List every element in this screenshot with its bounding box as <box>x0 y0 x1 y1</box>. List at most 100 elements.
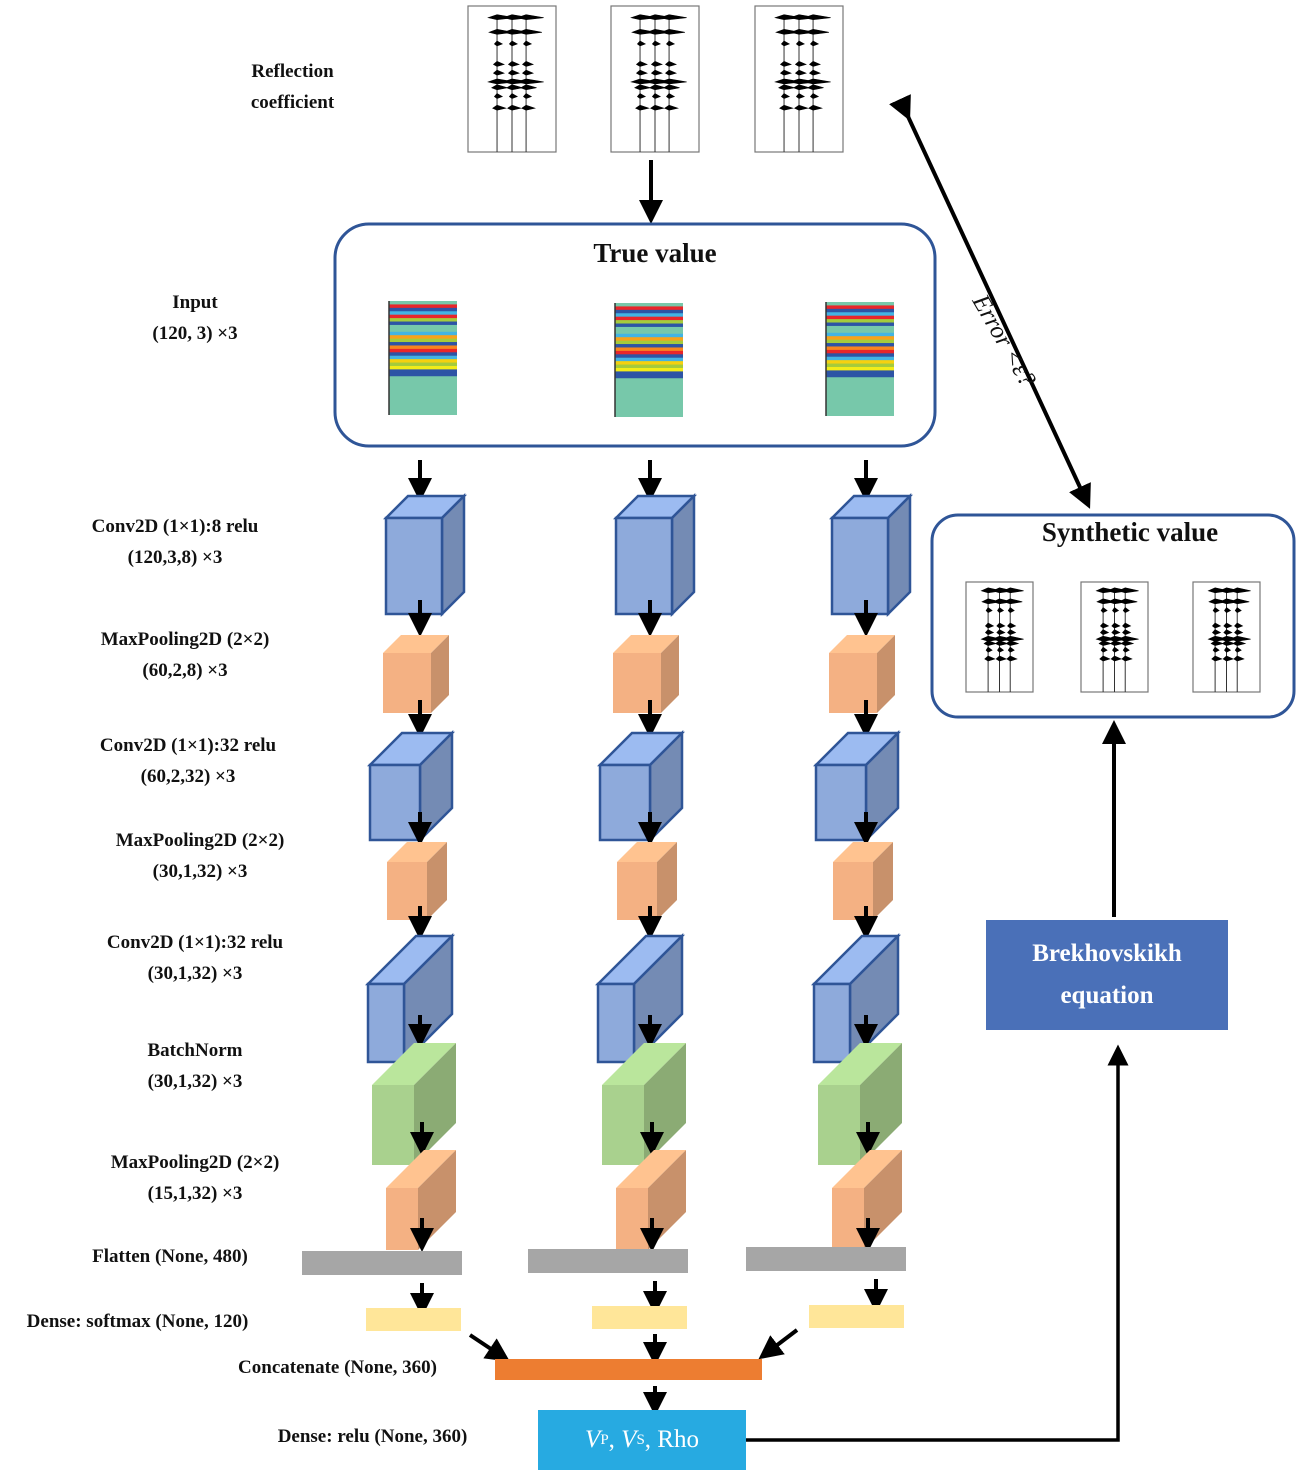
conv2-block-front <box>368 763 422 842</box>
input-colormap-layer <box>826 353 894 358</box>
synthetic-panel-spike <box>1005 640 1020 646</box>
synthetic-panel-spike <box>1223 622 1233 629</box>
brekhovskikh-line: equation <box>1060 982 1154 1009</box>
reflection-panel-spike <box>507 61 520 67</box>
dense-softmax-bar <box>809 1305 904 1328</box>
reflection-panel-spike <box>523 40 533 47</box>
label-line: Conv2D (1×1):8 relu <box>91 516 259 537</box>
synthetic-panel-spike <box>1234 607 1242 613</box>
label-conv3: Conv2D (1×1):32 relu (30,1,32) ×3 <box>65 927 325 989</box>
synthetic-panel-spike <box>1229 587 1251 594</box>
label-pool2: MaxPooling2D (2×2) (30,1,32) ×3 <box>70 825 330 887</box>
reflection-panel-spike <box>809 69 822 76</box>
conv1-block-side <box>670 492 696 618</box>
pool3-block-side <box>864 1150 902 1250</box>
input-colormap-layer <box>615 313 683 318</box>
input-colormap-layer <box>389 369 457 374</box>
concatenate-bar <box>495 1359 762 1380</box>
synthetic-panel-spike <box>1211 655 1223 662</box>
label-line: MaxPooling2D (2×2) <box>100 629 270 650</box>
input-colormap-layer <box>826 312 894 317</box>
synthetic-panel-spike <box>1007 622 1017 629</box>
reflection-panel-spike <box>636 93 647 99</box>
synthetic-panel-spike <box>984 655 996 662</box>
synthetic-panel-spike <box>1234 622 1244 629</box>
input-colormap-layer <box>615 303 683 307</box>
pool1-block-side <box>877 635 895 713</box>
reflection-panel-spike <box>492 104 507 111</box>
input-colormap-layer <box>826 315 894 320</box>
reflection-panel-spike <box>666 93 676 99</box>
input-colormap-layer <box>389 314 457 319</box>
label-line: Conv2D (1×1):32 relu <box>106 932 284 953</box>
flatten-bar <box>746 1247 906 1271</box>
label-line: (30,1,32) ×3 <box>147 1071 243 1092</box>
flatten-bar <box>528 1249 688 1273</box>
reflection-panel-spike <box>780 40 791 47</box>
input-colormap-layer <box>826 370 894 375</box>
pool1-block-side <box>431 635 449 713</box>
reflection-panel-spike <box>779 61 792 67</box>
label-dense-relu: Dense: relu (None, 360) <box>277 1426 468 1447</box>
input-colormap-layer <box>615 367 683 372</box>
input-colormap-layer <box>615 344 683 348</box>
input-colormap-layer <box>615 320 683 325</box>
conv2-block-front <box>814 763 868 842</box>
dense-softmax-bar <box>592 1306 687 1329</box>
synthetic-value-title: Synthetic value <box>1041 517 1219 547</box>
pool1-block-front <box>613 653 661 713</box>
input-colormap-layer <box>826 343 894 347</box>
input-colormap-layer <box>615 357 683 362</box>
pool3-block-top <box>832 1150 902 1188</box>
input-colormap-layer <box>826 308 894 313</box>
rho-label: Rho <box>657 1426 699 1453</box>
synthetic-panel-spike <box>1002 587 1024 594</box>
pool3-block-top <box>386 1150 456 1188</box>
input-colormap-layer <box>826 319 894 324</box>
reflection-panel-spike <box>635 69 648 76</box>
conv1-block-side <box>440 492 466 618</box>
reflection-panel-spike <box>516 78 544 85</box>
label-line: Reflection <box>251 61 334 82</box>
reflection-panel-spike <box>795 93 805 99</box>
reflection-panel-spike <box>636 40 647 47</box>
input-colormap-layer <box>615 323 683 328</box>
reflection-panel-spike <box>522 61 535 67</box>
reflection-panel-spike <box>810 93 820 99</box>
input-colormap-layer <box>615 337 683 342</box>
synthetic-panel-spike <box>1122 622 1132 629</box>
input-colormap-layer <box>389 335 457 340</box>
synthetic-panel-spike <box>1211 629 1222 635</box>
synthetic-panel-spike <box>996 622 1006 629</box>
synthetic-panel-spike <box>1229 635 1251 642</box>
label-line: (120, 3) ×3 <box>152 323 238 344</box>
input-colormap-layer <box>389 359 457 364</box>
synthetic-panel-spike <box>1230 598 1250 605</box>
synthetic-panel-spike <box>1234 629 1244 635</box>
label-pool1: MaxPooling2D (2×2) (60,2,8) ×3 <box>60 624 310 686</box>
input-colormap-layer <box>615 371 683 376</box>
label-line: (30,1,32) ×3 <box>152 861 248 882</box>
input-colormap-layer <box>389 372 457 377</box>
brekhovskikh-equation-box: Brekhovskikh equation <box>986 920 1228 1030</box>
reflection-panel-spike <box>794 69 807 76</box>
reflection-panel-spike <box>650 61 663 67</box>
reflection-panel-spike <box>635 61 648 67</box>
separator: , <box>644 1426 658 1453</box>
arrow-diagonal-icon <box>468 1333 510 1362</box>
arrow-diagonal-icon <box>758 1328 799 1360</box>
label-pool3: MaxPooling2D (2×2) (15,1,32) ×3 <box>65 1147 325 1209</box>
reflection-panel-spike <box>507 69 520 76</box>
synthetic-panel-spike <box>1100 646 1108 653</box>
pool2-block-side <box>657 842 677 920</box>
input-colormap-layer <box>389 321 457 326</box>
reflection-panel-spike <box>779 104 794 111</box>
input-colormap-layer <box>826 373 894 378</box>
input-colormap-layer <box>615 340 683 345</box>
synthetic-panel-spike <box>1110 655 1123 662</box>
input-colormap-layer <box>826 332 894 337</box>
input-colormap-layer <box>615 330 683 335</box>
synthetic-panel-spike <box>1007 629 1017 635</box>
synthetic-panel-spike <box>1234 646 1242 653</box>
synthetic-panel-spike <box>1111 629 1121 635</box>
